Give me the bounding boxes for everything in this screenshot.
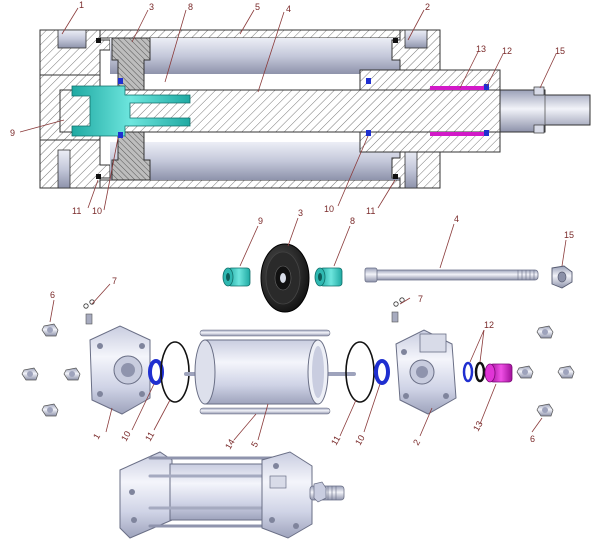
seal-12-b [474,361,486,383]
callout-15-mid: 15 [564,230,574,240]
callout-14-exploded: 14 [223,437,237,451]
callout-11-bottom-right: 11 [366,206,375,216]
callout-2-exploded: 2 [411,438,422,447]
callout-5-exploded: 5 [249,440,260,449]
seal-10-left-part [148,359,164,385]
callout-7-right: 7 [418,294,423,304]
bushing-9-part [222,267,251,287]
callout-3-mid: 3 [298,208,303,218]
port-left-top [57,29,87,49]
callout-15-top: 15 [555,46,565,56]
seal-10-left-top [118,78,123,84]
callout-6-right: 6 [530,434,535,444]
section-leaders [19,7,557,211]
seal-12-a [462,361,474,383]
bushing-13-section-top [430,86,484,90]
barrel-bore-top [110,38,400,74]
callout-10-exploded: 10 [119,429,133,443]
callout-13-top: 13 [476,44,486,54]
piston-rod-4-part [364,267,539,283]
callout-2-top: 2 [425,2,430,12]
callout-10-bottom-left: 10 [92,206,102,216]
callout-12-right: 12 [484,320,494,330]
callout-11-exploded: 11 [143,430,156,443]
callout-8-mid: 8 [350,216,355,226]
section-view [39,29,591,189]
callout-8-top: 8 [188,2,193,12]
exploded-body-row [21,297,575,417]
barrel-wall-top [99,29,401,39]
callout-1-top: 1 [79,0,84,10]
exploded-piston-leaders [239,217,567,269]
o-ring-11-left-part [160,341,190,403]
barrel-wall-bottom [99,179,401,189]
set-screws-7-right [391,297,405,323]
callout-11-bottom-left: 11 [72,206,81,216]
callout-12-top: 12 [502,46,512,56]
callout-4-top: 4 [286,4,291,14]
callout-4-mid: 4 [454,214,459,224]
assembled-cylinder [119,451,345,539]
bushing-13-part [484,363,513,383]
callout-7-left: 7 [112,276,117,286]
callout-6-left: 6 [50,290,55,300]
exploded-piston-row [222,243,573,313]
end-cap-1-part [89,325,151,415]
callout-9-mid: 9 [258,216,263,226]
exploded-piston-callouts: 9 3 8 4 15 [258,208,574,240]
section-callouts: 1 3 8 5 4 2 13 12 15 9 11 10 10 11 [10,0,565,216]
callout-3-top: 3 [149,2,154,12]
callout-9-left: 9 [10,128,15,138]
callout-1-exploded: 1 [91,432,102,441]
callout-10-exploded-right: 10 [353,433,367,447]
callout-10-bottom-right: 10 [324,204,334,214]
screws-6-left [21,323,81,417]
port-left-bottom [57,149,71,189]
exploded-body-leaders [49,283,543,441]
barrel-bore-bottom [110,142,400,180]
callout-11-exploded-right: 11 [329,434,342,447]
barrel-5-part [184,329,356,415]
piston-nut-9 [71,85,191,137]
piston-3-part [260,243,310,313]
exploded-body-callouts: 6 7 7 12 1 10 11 14 5 11 10 2 13 6 [50,276,535,451]
seal-10-right-part [374,359,390,385]
callout-13-exploded: 13 [471,419,485,433]
callout-5-top: 5 [255,2,260,12]
end-cap-2-part [395,329,457,415]
bushing-8-part [314,267,343,287]
rod-nut-15-part [551,265,573,289]
rod-nut-15 [533,86,545,96]
seal-10-right-top [366,78,371,84]
screws-6-right [516,325,575,417]
piston-section [111,37,151,91]
